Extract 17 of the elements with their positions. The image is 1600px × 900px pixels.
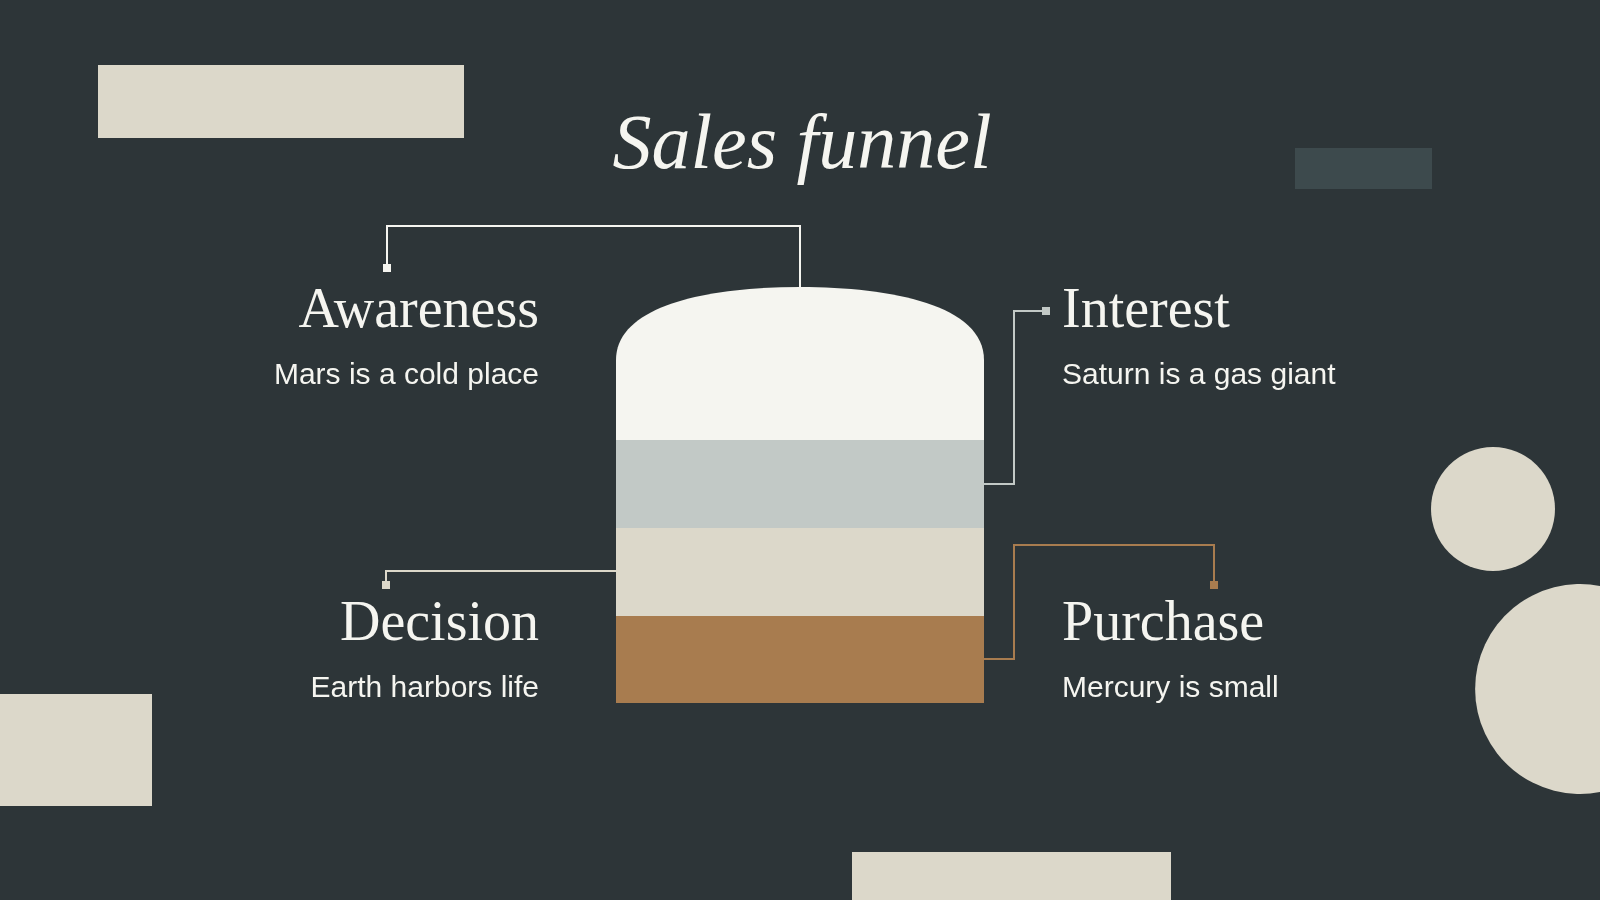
stage-description: Mars is a cold place <box>273 356 539 392</box>
funnel-band-layer <box>616 616 984 703</box>
leader-line <box>383 225 801 288</box>
stage-description: Earth harbors life <box>310 669 539 705</box>
stage-heading: Decision <box>339 589 539 653</box>
leader-line <box>382 570 617 589</box>
funnel-band-layer <box>616 528 984 616</box>
stage-heading: Awareness <box>298 276 539 340</box>
stage-description: Mercury is small <box>1062 669 1279 705</box>
stage-heading: Interest <box>1062 276 1230 340</box>
funnel-dome-layer <box>616 287 984 440</box>
leader-line <box>983 544 1218 660</box>
slide-title: Sales funnel <box>612 97 992 187</box>
funnel-band-layer <box>616 440 984 528</box>
leader-line <box>983 307 1050 485</box>
stage-description: Saturn is a gas giant <box>1062 356 1336 392</box>
stage-heading: Purchase <box>1062 589 1265 653</box>
